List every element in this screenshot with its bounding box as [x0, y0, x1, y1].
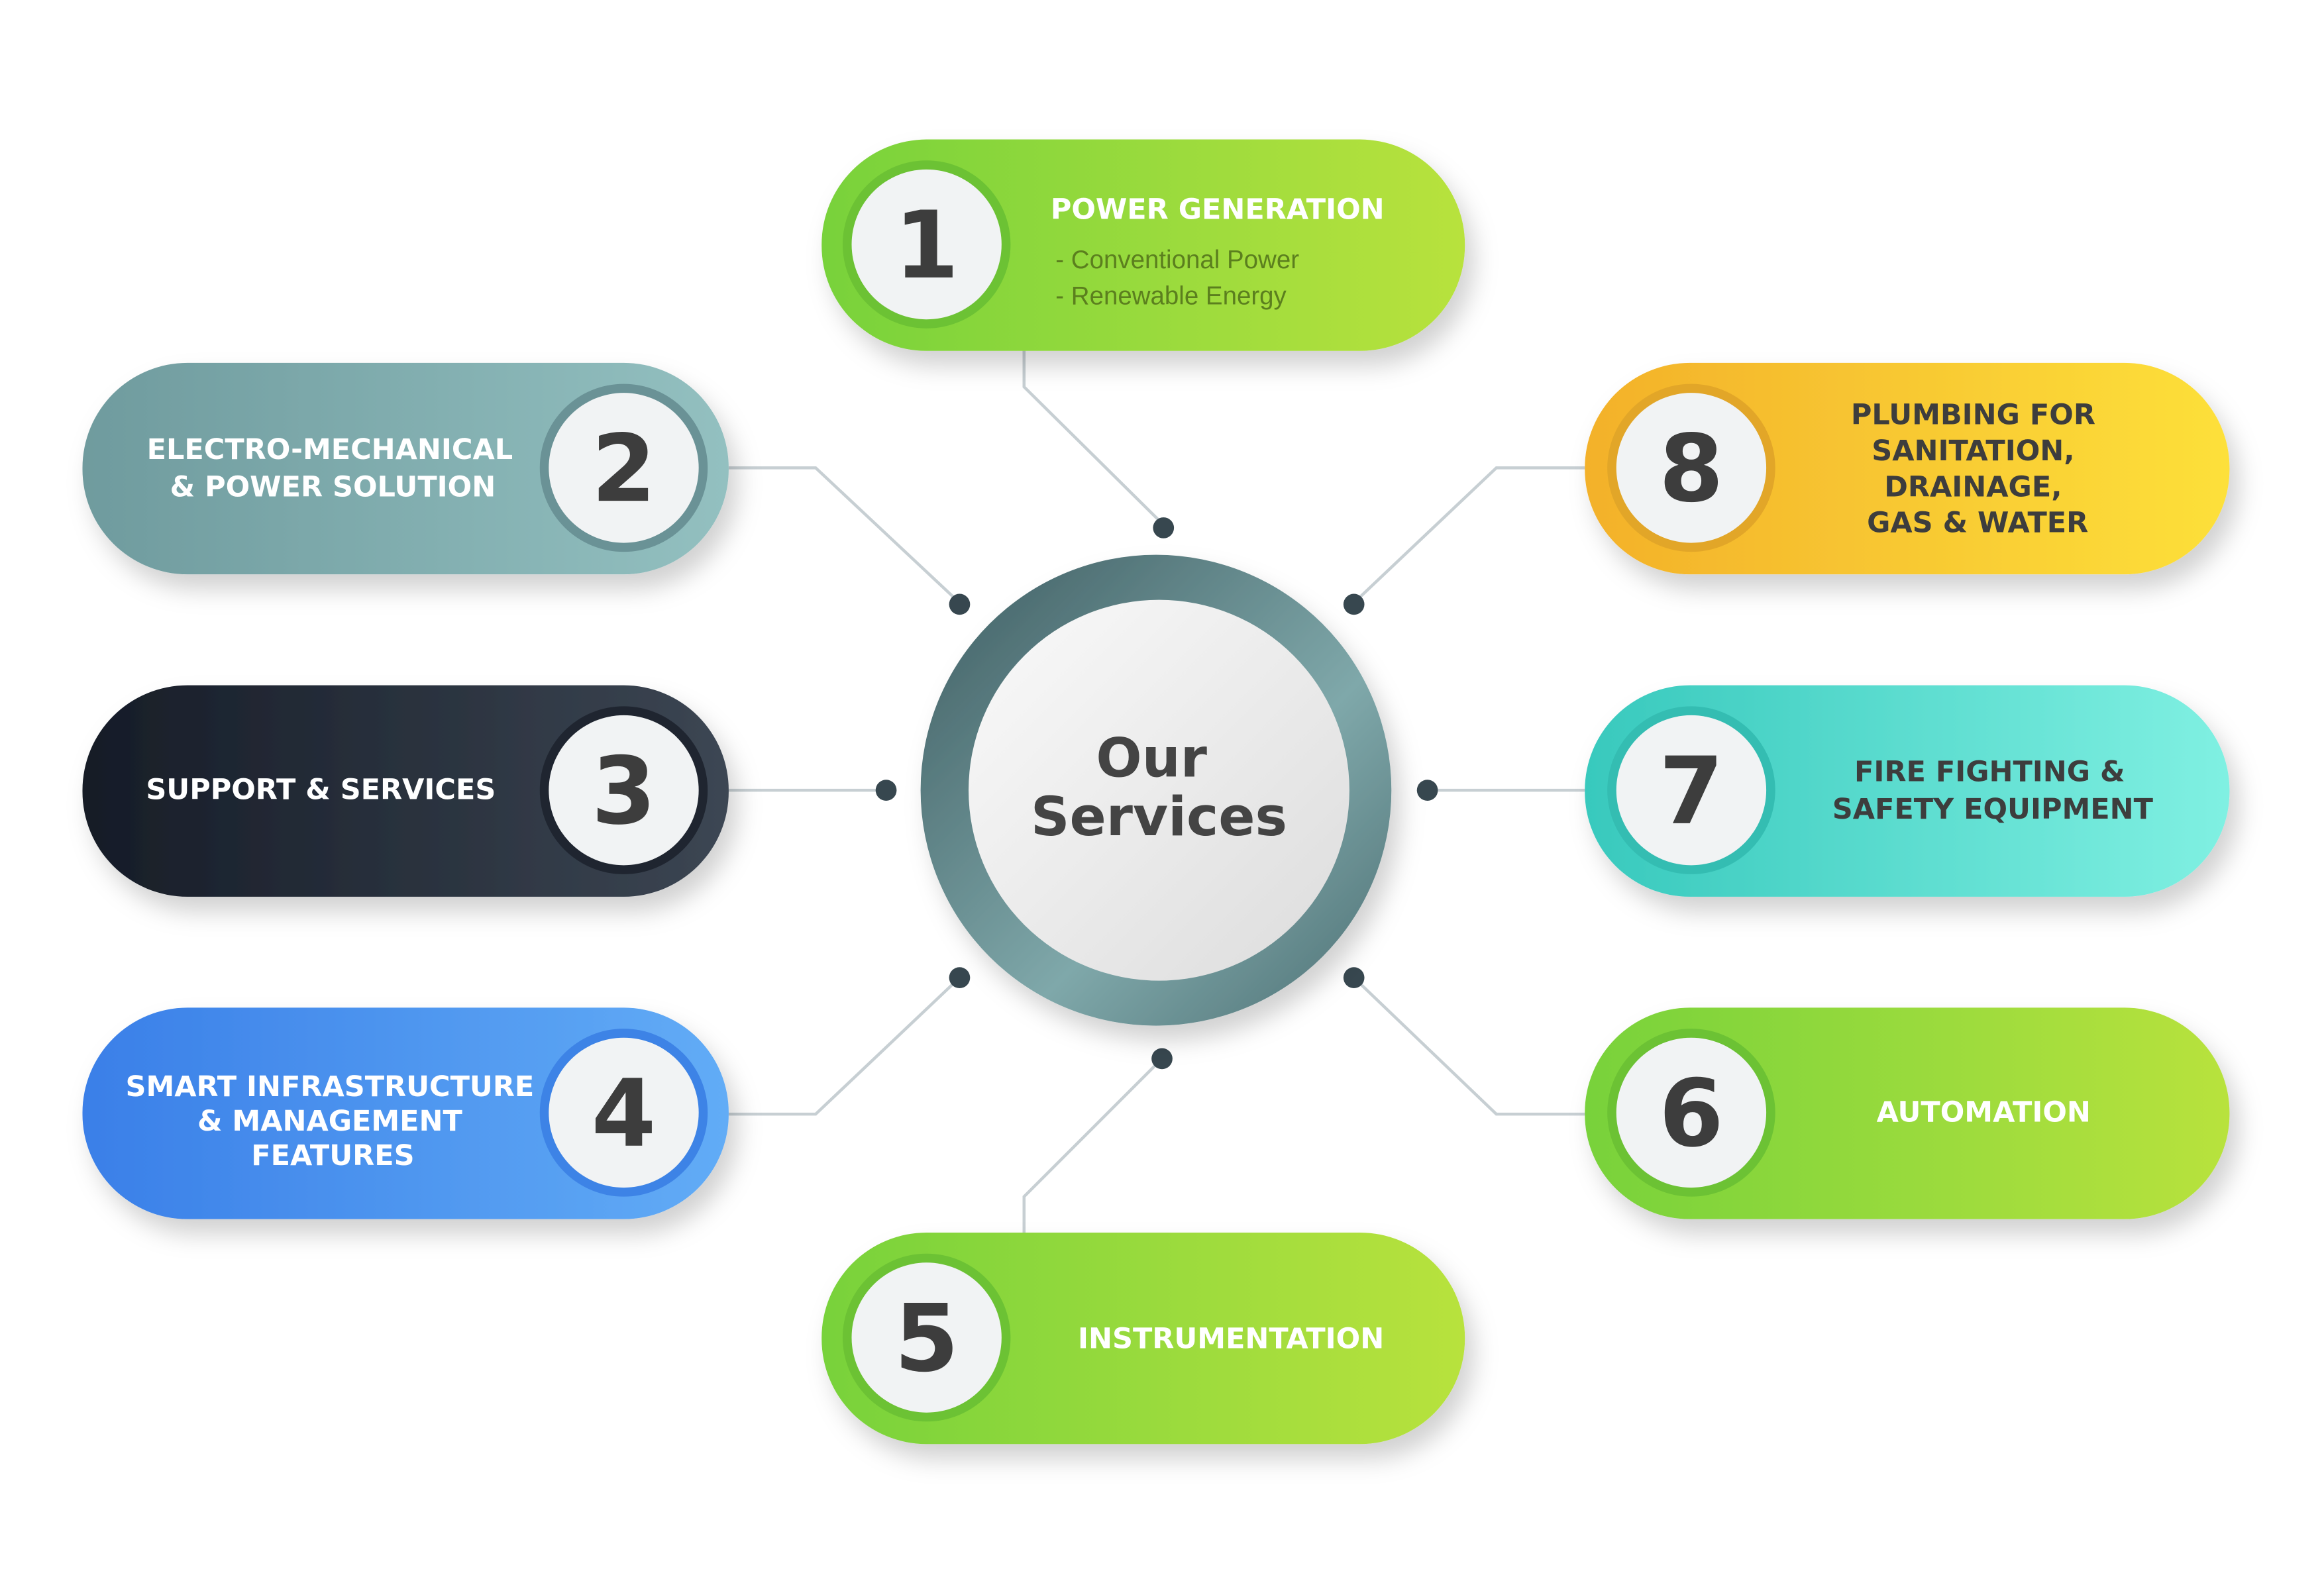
- service-title: SAFETY EQUIPMENT: [1832, 793, 2154, 826]
- center-hub: Our Services: [920, 554, 1392, 1026]
- number-badge: [851, 169, 1002, 320]
- service-number: 6: [1659, 1060, 1724, 1168]
- service-title: PLUMBING FOR: [1851, 399, 2095, 432]
- service-title: POWER GENERATION: [1051, 193, 1385, 227]
- number-badge: [1616, 393, 1767, 543]
- service-8-plumbing[interactable]: 8 PLUMBING FOR SANITATION, DRAINAGE, GAS…: [1585, 362, 2230, 575]
- service-5-instrumentation[interactable]: 5 INSTRUMENTATION: [821, 1233, 1465, 1445]
- service-title: SUPPORT & SERVICES: [146, 774, 496, 807]
- service-number: 2: [592, 415, 657, 523]
- service-subitem: - Renewable Energy: [1055, 282, 1287, 311]
- service-title: & MANAGEMENT: [197, 1105, 463, 1138]
- service-3-support-services[interactable]: 3 SUPPORT & SERVICES: [82, 685, 729, 897]
- service-subitem: - Conventional Power: [1055, 246, 1299, 274]
- service-title: GAS & WATER: [1867, 507, 2088, 540]
- service-number: 4: [592, 1060, 657, 1168]
- service-title: ELECTRO-MECHANICAL: [147, 433, 513, 466]
- service-title: INSTRUMENTATION: [1078, 1322, 1384, 1355]
- center-title-line-1: Our: [1096, 727, 1206, 790]
- number-badge: [549, 715, 699, 866]
- service-1-power-generation[interactable]: 1 POWER GENERATION - Conventional Power …: [821, 139, 1465, 351]
- service-title: AUTOMATION: [1877, 1095, 2091, 1129]
- service-4-smart-infrastructure[interactable]: 4 SMART INFRASTRUCTURE & MANAGEMENT FEAT…: [82, 1007, 729, 1219]
- number-badge: [1616, 715, 1767, 866]
- service-number: 7: [1659, 738, 1724, 846]
- service-title: FEATURES: [251, 1139, 414, 1172]
- connectors: [728, 348, 1585, 1233]
- service-number: 8: [1659, 415, 1724, 523]
- service-number: 5: [894, 1285, 959, 1393]
- connector-dots: [875, 517, 1438, 1070]
- service-2-electro-mechanical[interactable]: 2 ELECTRO-MECHANICAL & POWER SOLUTION: [82, 362, 729, 575]
- center-title-line-2: Services: [1031, 786, 1287, 848]
- service-title: DRAINAGE,: [1884, 470, 2062, 503]
- service-7-fire-fighting[interactable]: 7 FIRE FIGHTING & SAFETY EQUIPMENT: [1585, 685, 2230, 897]
- service-number: 3: [592, 738, 657, 846]
- number-badge: [1616, 1037, 1767, 1188]
- service-title: & POWER SOLUTION: [170, 470, 496, 503]
- service-title: SMART INFRASTRUCTURE: [126, 1070, 535, 1103]
- number-badge: [549, 1037, 699, 1188]
- service-number: 1: [894, 192, 959, 300]
- service-6-automation[interactable]: 6 AUTOMATION: [1585, 1007, 2230, 1219]
- number-badge: [549, 393, 699, 543]
- service-title: FIRE FIGHTING &: [1854, 756, 2125, 789]
- service-title: SANITATION,: [1872, 434, 2074, 468]
- number-badge: [851, 1262, 1002, 1413]
